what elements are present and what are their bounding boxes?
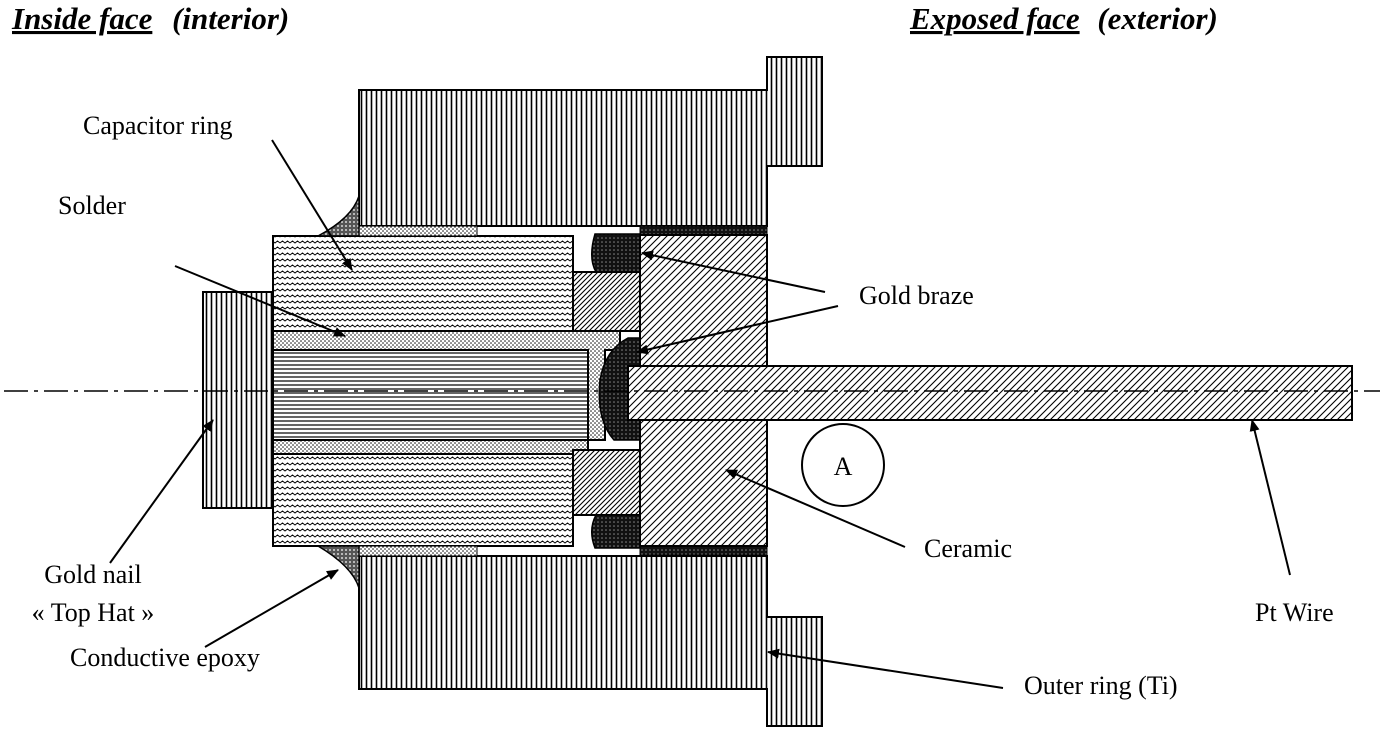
exposed-face-subtitle: (exterior) <box>1097 1 1218 36</box>
label-pt-wire: Pt Wire <box>1255 598 1334 627</box>
inside-face-heading: Inside face (interior) <box>11 1 289 36</box>
label-gold-nail-line1: Gold nail <box>44 560 142 589</box>
label-outer-ring: Outer ring (Ti) <box>1024 671 1178 700</box>
label-conductive-epoxy: Conductive epoxy <box>70 643 260 672</box>
inside-face-subtitle: (interior) <box>172 1 289 36</box>
label-gold-braze: Gold braze <box>859 281 974 310</box>
gold-nail-top-hat <box>202 291 589 509</box>
label-gold-nail-line2: « Top Hat » <box>32 598 155 627</box>
label-ceramic: Ceramic <box>924 534 1012 563</box>
inside-face-title: Inside face <box>11 1 153 36</box>
exposed-face-title: Exposed face <box>909 1 1080 36</box>
label-capacitor-ring: Capacitor ring <box>83 111 232 140</box>
pt-wire <box>627 365 1353 421</box>
detail-marker-a: A <box>801 423 885 507</box>
label-solder: Solder <box>58 191 126 220</box>
gold-braze-fillets <box>591 233 641 549</box>
inner-sleeve <box>572 271 641 516</box>
exposed-face-heading: Exposed face (exterior) <box>909 1 1218 36</box>
outer-ring-ti <box>358 56 823 727</box>
conductive-epoxy-fillets <box>315 195 360 589</box>
leader-lines <box>109 139 1291 689</box>
detail-marker-label: A <box>834 452 853 481</box>
